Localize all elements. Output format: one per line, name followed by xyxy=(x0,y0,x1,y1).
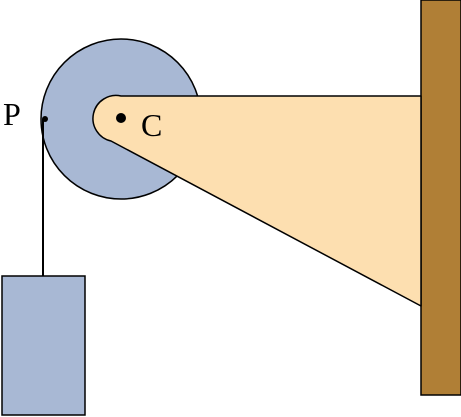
label-p: P xyxy=(3,96,21,132)
label-c: C xyxy=(141,107,162,143)
point-c-dot xyxy=(116,113,126,123)
point-p-dot xyxy=(42,116,48,122)
hanging-block xyxy=(1,275,86,416)
bracket xyxy=(92,94,422,307)
wall xyxy=(420,0,461,396)
